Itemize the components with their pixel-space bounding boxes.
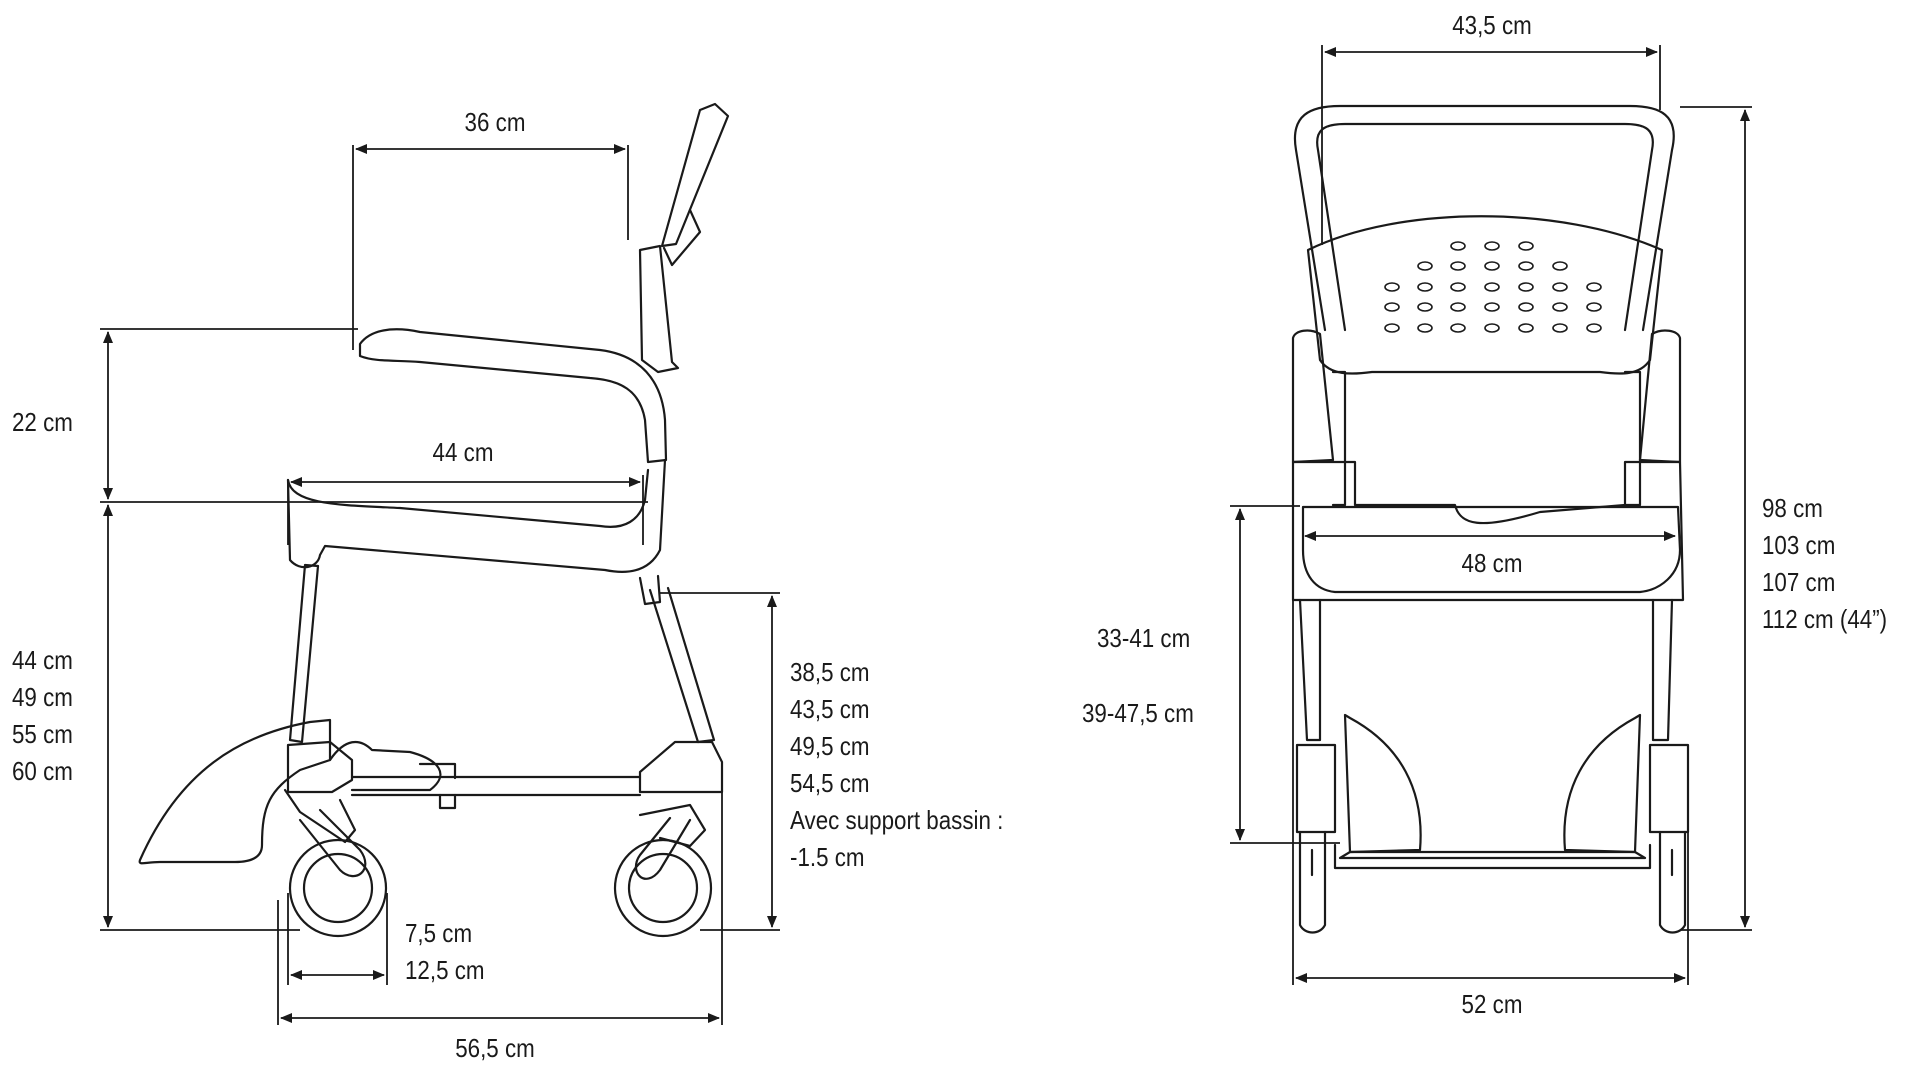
wheel-sizes-label: 7,5 cm 12,5 cm — [405, 918, 485, 985]
footrest-range-2-label: 39-47,5 cm — [1082, 698, 1194, 728]
seat-width-side-label: 44 cm — [432, 437, 494, 467]
footrest-range-1-label: 33-41 cm — [1097, 623, 1191, 653]
total-depth-label: 56,5 cm — [455, 1033, 535, 1063]
total-heights-label: 98 cm 103 cm 107 cm 112 cm (44”) — [1762, 493, 1888, 634]
seat-heights-label: 44 cm 49 cm 55 cm 60 cm — [12, 645, 73, 786]
backrest-width-label: 43,5 cm — [1452, 10, 1532, 40]
total-width-label: 52 cm — [1461, 989, 1523, 1019]
side-view-dimension-lines — [100, 144, 780, 1025]
seat-width-label: 48 cm — [1461, 548, 1523, 578]
side-view-chair — [138, 102, 730, 938]
frame-heights-label: 38,5 cm 43,5 cm 49,5 cm 54,5 cm Avec sup… — [790, 657, 1004, 872]
front-view-chair — [1291, 104, 1690, 934]
backrest-ventilation-holes — [1384, 241, 1602, 333]
armrest-height-label: 22 cm — [12, 407, 73, 437]
seat-depth-label: 36 cm — [464, 107, 526, 137]
front-view-dimension-lines — [1230, 45, 1752, 985]
